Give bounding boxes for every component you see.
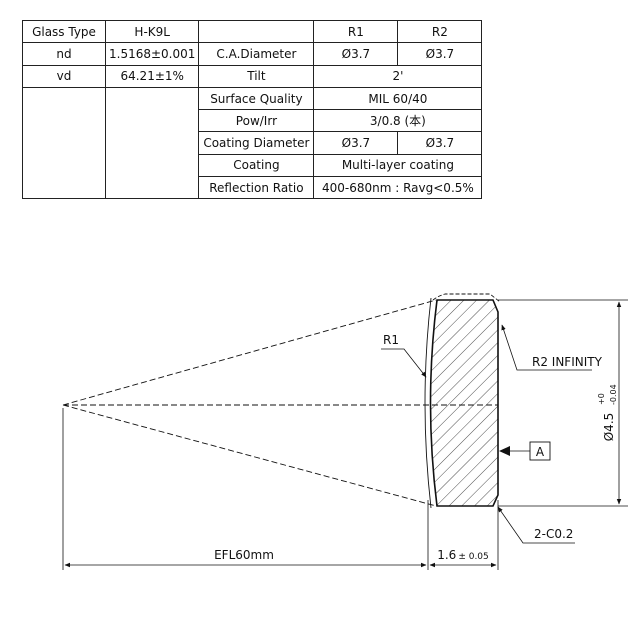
surface-quality-label: Surface Quality bbox=[198, 86, 315, 111]
table-row: Coating Diameter Ø3.7 Ø3.7 bbox=[23, 131, 483, 155]
efl-label: EFL60mm bbox=[214, 548, 274, 562]
lens-section bbox=[424, 293, 501, 509]
ray-lines bbox=[62, 299, 498, 507]
diameter-dimension: Ø4.5 +0 -0.04 bbox=[597, 301, 622, 505]
efl-dimension: EFL60mm bbox=[64, 548, 427, 568]
table-row: nd 1.5168±0.001 C.A.Diameter Ø3.7 Ø3.7 bbox=[22, 42, 483, 66]
r2-callout: R2 INFINITY bbox=[501, 324, 603, 371]
reflection-ratio-label: Reflection Ratio bbox=[198, 176, 315, 200]
diameter-tol-lower: -0.04 bbox=[609, 384, 618, 405]
diameter-tol-upper: +0 bbox=[597, 393, 606, 405]
thickness-nominal: 1.6 bbox=[437, 548, 456, 562]
r1-label: R1 bbox=[383, 333, 399, 347]
r1-surface-line bbox=[424, 297, 432, 509]
empty-cell bbox=[104, 86, 200, 200]
vd-label: vd bbox=[22, 64, 106, 88]
thickness-tolerance: ± 0.05 bbox=[458, 552, 488, 562]
r2-header: R2 bbox=[397, 19, 483, 44]
table-row: Reflection Ratio 400-680nm : Ravg<0.5% bbox=[23, 176, 483, 200]
datum-box bbox=[529, 441, 551, 461]
coating-value: Multi-layer coating bbox=[313, 153, 483, 178]
r2-label: R2 INFINITY bbox=[532, 355, 603, 369]
chamfer-label: 2-C0.2 bbox=[534, 527, 573, 541]
table-row: vd 64.21±1% Tilt 2' bbox=[22, 64, 483, 88]
vd-value: 64.21±1% bbox=[104, 64, 200, 88]
r1-callout: R1 bbox=[381, 333, 427, 378]
ca-diameter-label: C.A.Diameter bbox=[198, 42, 315, 66]
nd-value: 1.5168±0.001 bbox=[104, 42, 200, 66]
nd-label: nd bbox=[22, 42, 106, 66]
diameter-nominal: Ø4.5 bbox=[602, 413, 616, 442]
table-row: Pow/Irr 3/0.8 (本) bbox=[23, 109, 483, 133]
spec-table: Glass Type H-K9L R1 R2 nd 1.5168±0.001 C… bbox=[22, 19, 483, 200]
empty-cell bbox=[22, 86, 106, 200]
datum-label: A bbox=[536, 445, 545, 459]
reflection-ratio-value: 400-680nm : Ravg<0.5% bbox=[313, 176, 483, 200]
thickness-label: 1.6± 0.05 bbox=[437, 548, 489, 562]
glass-type-label: Glass Type bbox=[22, 19, 106, 44]
tilt-label: Tilt bbox=[198, 64, 315, 88]
surface-quality-value: MIL 60/40 bbox=[313, 86, 483, 111]
datum-a: A bbox=[499, 441, 551, 461]
chamfer-callout: 2-C0.2 bbox=[497, 506, 575, 544]
table-row: Surface Quality MIL 60/40 bbox=[22, 86, 483, 200]
lens-outline bbox=[429, 299, 499, 507]
lens-phantom-outline bbox=[432, 293, 501, 303]
coating-diameter-r2: Ø3.7 bbox=[397, 131, 483, 155]
thickness-dimension: 1.6± 0.05 bbox=[429, 548, 497, 568]
